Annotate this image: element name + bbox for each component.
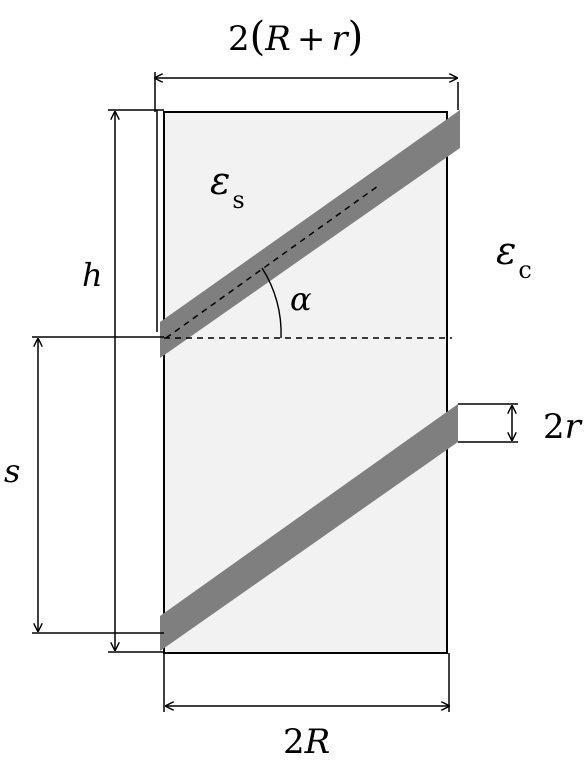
epsilon-s-label: εs — [210, 159, 245, 214]
height-label: h — [82, 256, 103, 294]
angle-arc — [261, 267, 282, 339]
bottom-width-label: 2R — [283, 722, 330, 762]
top-width-label: 2(R+r) — [228, 14, 363, 60]
angle-label: α — [290, 280, 312, 318]
epsilon-c-label: εc — [496, 229, 532, 284]
cylinder-body — [163, 111, 448, 654]
strip-width-label: 2r — [543, 407, 583, 447]
pitch-label: s — [4, 452, 20, 490]
helical-strip-lower — [160, 404, 458, 651]
